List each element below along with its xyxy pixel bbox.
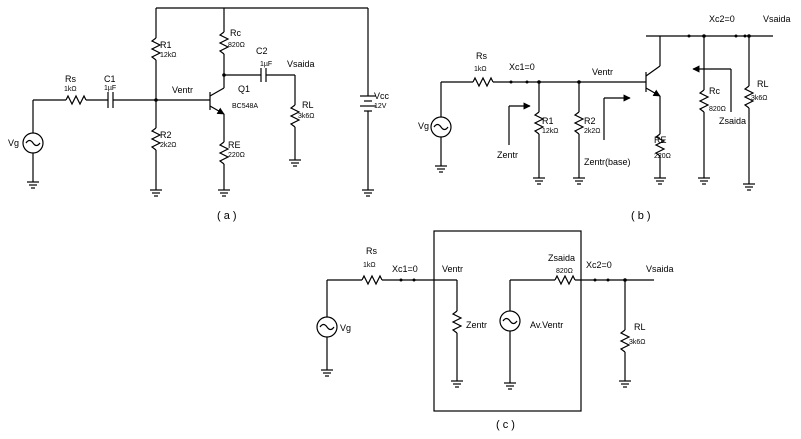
rc-name-a: Rc [230, 28, 241, 38]
re-name-b: RE [654, 135, 667, 145]
c1-name-a: C1 [104, 74, 116, 84]
zsaida-value-c: 820Ω [556, 268, 573, 275]
r2-resistor-b [573, 111, 585, 135]
rs-name-b: Rs [476, 51, 487, 61]
rc-resistor-b [698, 89, 710, 113]
r2-name-b: R2 [584, 116, 596, 126]
re-resistor-a [218, 141, 230, 165]
rl-name-c: RL [634, 322, 646, 332]
c2-capacitor-a [260, 68, 267, 82]
av-ventr-source-c [499, 280, 521, 390]
amplifier-model-box [433, 230, 582, 412]
zentr-resistor-c [451, 310, 463, 334]
rs-value-b: 1kΩ [474, 66, 487, 73]
circuit-b: Vg Rs 1kΩ Xc1=0 Ventr R1 12kΩ R2 2k2Ω Ze [418, 14, 791, 222]
caption-c: ( c ) [496, 419, 515, 431]
rs-resistor-b [472, 76, 494, 88]
rl-value-b: 3k6Ω [751, 95, 768, 102]
r1-resistor-a [150, 37, 162, 61]
caption-a: ( a ) [217, 210, 237, 222]
transistor-b [645, 65, 661, 97]
vg-label-c: Vg [340, 323, 351, 333]
re-value-b: 220Ω [654, 153, 671, 160]
vsaida-label-a: Vsaida [287, 59, 315, 69]
circuit-a: Vg Rs 1kΩ C1 1µF R1 12kΩ R2 2k2Ω Ventr [8, 7, 390, 222]
rc-value-a: 820Ω [228, 42, 245, 49]
xc1-label-b: Xc1=0 [509, 62, 535, 72]
rs-resistor-c [361, 274, 383, 286]
xc2-label-b: Xc2=0 [709, 14, 735, 24]
zsaida-label-b: Zsaida [719, 116, 746, 126]
zsaida-resistor-c [554, 274, 576, 286]
r2-value-b: 2k2Ω [584, 128, 601, 135]
c1-value-a: 1µF [104, 85, 116, 92]
vsaida-label-b: Vsaida [763, 14, 791, 24]
zentr-label-c: Zentr [466, 320, 487, 330]
r2-name-a: R2 [160, 130, 172, 140]
q1-transistor-a [209, 87, 225, 115]
ventr-label-b: Ventr [592, 67, 613, 77]
rc-name-b: Rc [709, 86, 720, 96]
rc-resistor-a [218, 31, 230, 55]
rs-value-a: 1kΩ [64, 86, 77, 93]
ventr-label-c: Ventr [442, 264, 463, 274]
rl-value-c: 3k6Ω [629, 339, 646, 346]
vsaida-label-c: Vsaida [646, 264, 674, 274]
rl-resistor-b [743, 85, 755, 109]
vcc-value-a: 12V [374, 103, 387, 110]
r2-value-a: 2k2Ω [160, 142, 177, 149]
vg-label-a: Vg [8, 138, 19, 148]
re-name-a: RE [228, 140, 241, 150]
re-resistor-b [654, 133, 666, 157]
vcc-name-a: Vcc [374, 91, 390, 101]
zentr-base-label-b: Zentr(base) [584, 157, 631, 167]
r1-value-a: 12kΩ [160, 52, 177, 59]
r2-resistor-a [150, 127, 162, 151]
xc1-label-c: Xc1=0 [392, 264, 418, 274]
zentr-label-b: Zentr [497, 150, 518, 160]
r1-name-b: R1 [542, 116, 554, 126]
c2-value-a: 1µF [260, 61, 272, 68]
rl-resistor-c [619, 329, 631, 353]
ventr-label-a: Ventr [172, 85, 193, 95]
q1-model-a: BC548A [232, 103, 258, 110]
vg-source-c [316, 280, 338, 377]
rl-value-a: 3k6Ω [298, 113, 315, 120]
re-value-a: 220Ω [228, 152, 245, 159]
c1-capacitor-a [107, 92, 114, 108]
caption-b: ( b ) [631, 210, 651, 222]
r1-resistor-b [533, 111, 545, 135]
rs-name-c: Rs [366, 246, 377, 256]
c2-name-a: C2 [256, 46, 268, 56]
vg-source-b [430, 82, 452, 173]
r1-name-a: R1 [160, 40, 172, 50]
rs-resistor-a [65, 94, 87, 106]
rl-name-a: RL [302, 100, 314, 110]
rs-value-c: 1kΩ [363, 262, 376, 269]
rs-name-a: Rs [65, 74, 76, 84]
rl-resistor-a [289, 104, 301, 128]
rc-value-b: 820Ω [709, 106, 726, 113]
vcc-battery-a [360, 95, 376, 112]
vg-source-a [22, 100, 44, 189]
vg-label-b: Vg [418, 121, 429, 131]
zsaida-name-c: Zsaida [548, 253, 575, 263]
rl-name-b: RL [757, 79, 769, 89]
av-ventr-label-c: Av.Ventr [530, 320, 563, 330]
q1-name-a: Q1 [238, 84, 250, 94]
circuit-c: Vg Rs 1kΩ Xc1=0 Ventr Zentr Av.Ventr [316, 230, 674, 431]
r1-value-b: 12kΩ [542, 128, 559, 135]
xc2-label-c: Xc2=0 [586, 260, 612, 270]
